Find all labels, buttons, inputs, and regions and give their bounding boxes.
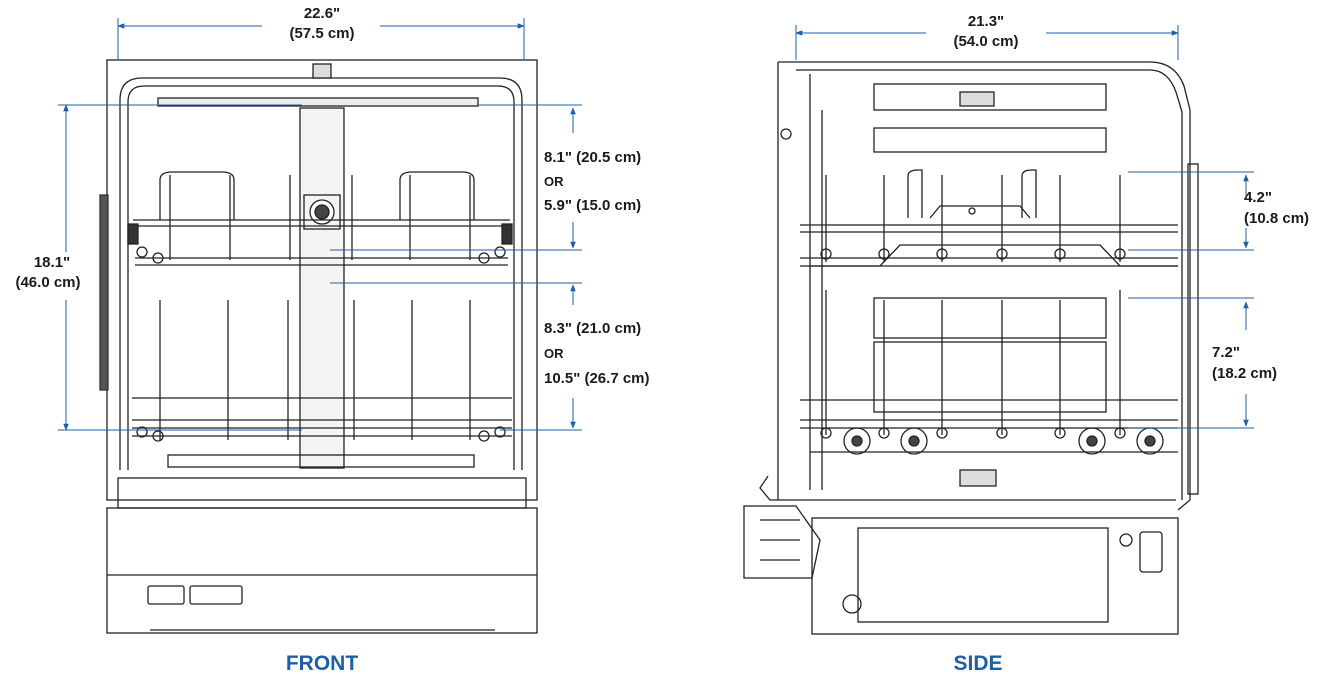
side-upper-rack <box>800 169 1178 267</box>
side-dimensions <box>795 25 1254 429</box>
side-upper-dim-in: 4.2" <box>1244 189 1272 206</box>
side-top-panel <box>873 83 1107 111</box>
front-panel-slot-left <box>147 585 185 605</box>
front-dimensions <box>58 18 582 431</box>
front-panel-slot-right <box>189 585 243 605</box>
front-width-cm: (57.5 cm) <box>289 25 354 42</box>
side-tub-outline <box>778 61 1191 511</box>
front-upper-rack-dim-a: 8.1" (20.5 cm) <box>544 149 641 166</box>
front-side-vent <box>99 194 109 391</box>
front-center-column <box>299 107 345 469</box>
side-view <box>743 61 1199 635</box>
side-depth-in: 21.3" <box>968 13 1004 30</box>
side-lower-rack <box>800 290 1178 455</box>
front-upper-rack <box>127 171 513 266</box>
side-lower-dim-in: 7.2" <box>1212 344 1240 361</box>
side-lower-dim-cm: (18.2 cm) <box>1212 365 1277 382</box>
front-caption: FRONT <box>286 652 358 675</box>
front-lower-rack <box>132 300 512 468</box>
front-lower-rack-dim-b: 10.5" (26.7 cm) <box>544 370 650 387</box>
side-caption: SIDE <box>953 652 1002 675</box>
front-height-cm: (46.0 cm) <box>15 274 80 291</box>
side-mount-bracket <box>743 505 821 579</box>
side-depth-cm: (54.0 cm) <box>953 33 1018 50</box>
front-height-in: 18.1" <box>34 254 70 271</box>
front-door-panel <box>106 507 538 634</box>
side-upper-dim-cm: (10.8 cm) <box>1244 210 1309 227</box>
front-door-trim <box>117 477 527 509</box>
front-lower-rack-dim-a: 8.3" (21.0 cm) <box>544 320 641 337</box>
front-upper-rack-or: OR <box>544 174 564 189</box>
front-view <box>99 59 538 634</box>
front-width-in: 22.6" <box>304 5 340 22</box>
front-lower-rack-or: OR <box>544 346 564 361</box>
front-upper-rack-dim-b: 5.9" (15.0 cm) <box>544 197 641 214</box>
